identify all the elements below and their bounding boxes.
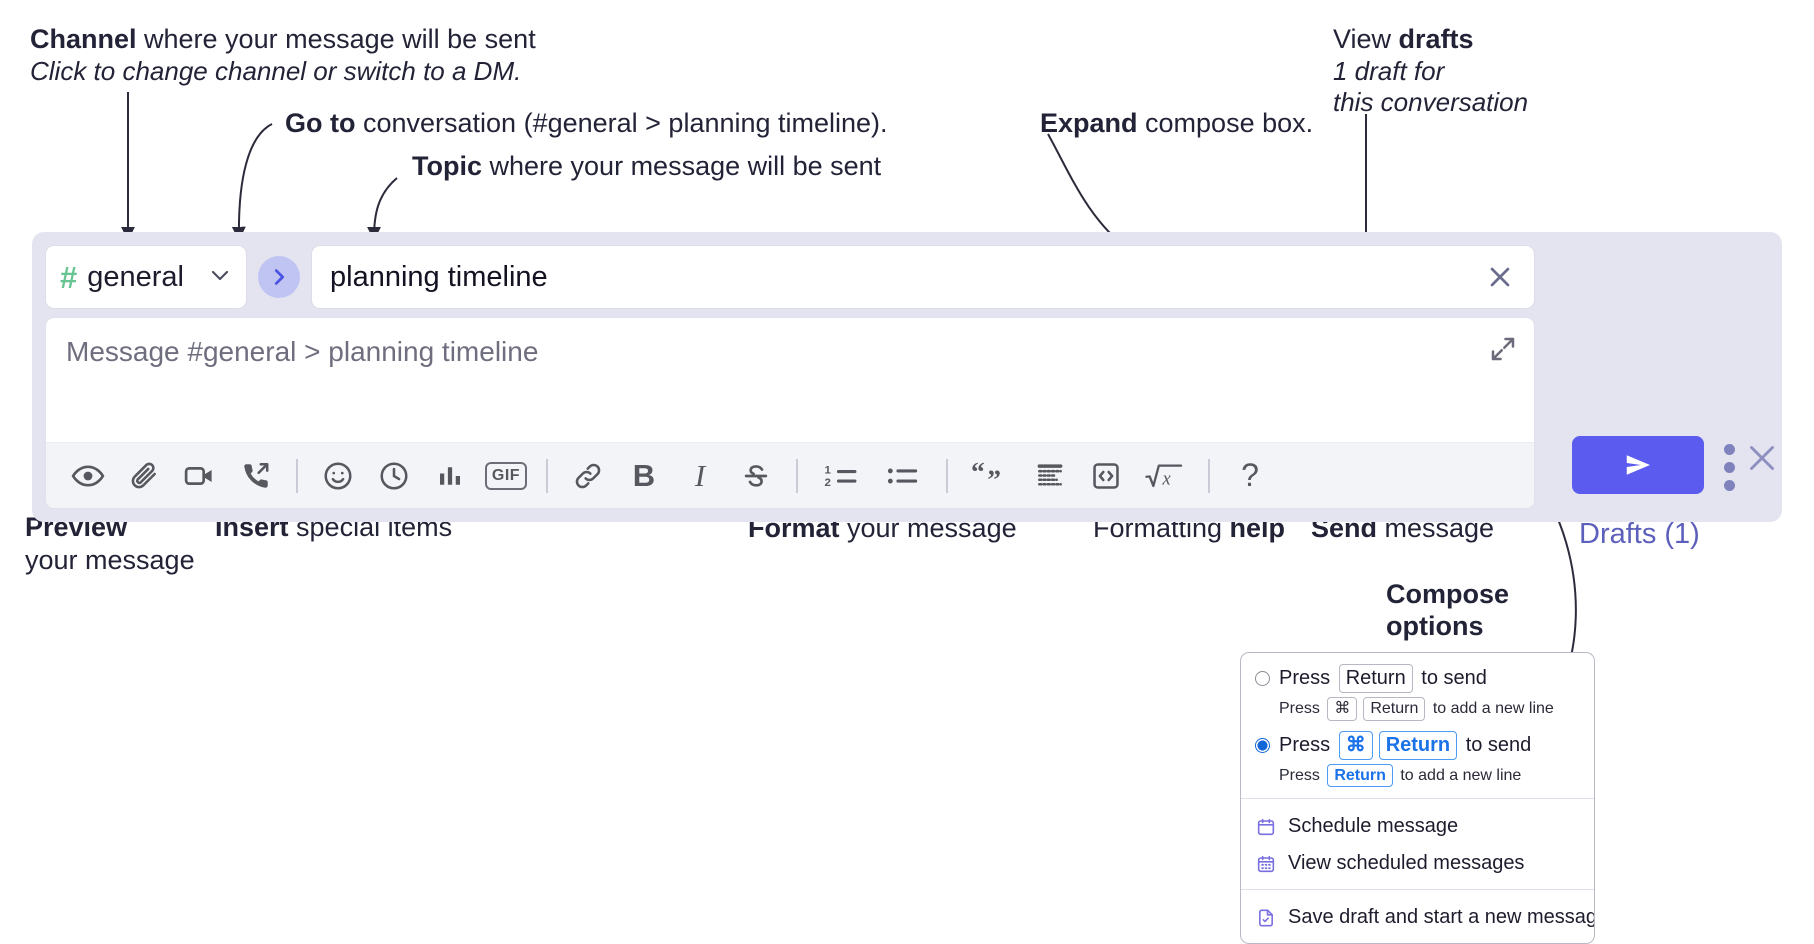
send-option-cmd-return[interactable]: Press ⌘Return to send — [1241, 729, 1594, 762]
poll-icon[interactable] — [422, 450, 478, 502]
attach-icon[interactable] — [116, 450, 172, 502]
help-icon[interactable]: ? — [1222, 450, 1278, 502]
italic-label: I — [694, 457, 706, 493]
send-option-return[interactable]: Press Return to send — [1241, 662, 1594, 695]
compose-options-button[interactable] — [1724, 444, 1735, 491]
compose-header-row: # general planning timeline — [46, 246, 1534, 308]
bold-label: B — [632, 457, 656, 493]
kebab-dot — [1724, 480, 1735, 491]
help-label: ? — [1241, 457, 1259, 493]
key-return: Return — [1378, 730, 1458, 760]
send-button[interactable] — [1572, 436, 1704, 494]
compose-options-popup: Press Return to send Press ⌘Return to ad… — [1240, 652, 1595, 944]
calendar-icon — [1255, 816, 1277, 838]
menu-item-label: Schedule message — [1288, 815, 1459, 838]
topic-input[interactable]: planning timeline — [312, 246, 1534, 308]
topic-value: planning timeline — [330, 260, 548, 293]
bulleted-list-icon[interactable] — [872, 450, 934, 502]
annotation-channel-sub: Click to change channel or switch to a D… — [30, 56, 522, 86]
close-icon[interactable] — [1744, 440, 1780, 481]
divider — [1241, 798, 1594, 800]
channel-selector[interactable]: # general — [46, 246, 246, 308]
compose-box: # general planning timeline M — [32, 232, 1782, 550]
send-option-cmd-return-sub: Press Return to add a new line — [1241, 762, 1594, 792]
channel-name-label: general — [87, 260, 184, 293]
spoiler-icon[interactable] — [1022, 450, 1078, 502]
menu-item-view-scheduled[interactable]: View scheduled messages — [1241, 845, 1594, 882]
menu-item-label: Save draft and start a new message — [1288, 906, 1595, 929]
separator-5 — [1208, 458, 1210, 493]
radio-icon[interactable] — [1255, 671, 1270, 686]
annotation-preview-line2: your message — [25, 545, 195, 575]
drafts-link[interactable]: Drafts (1) — [1579, 518, 1700, 550]
bold-icon[interactable]: B — [616, 450, 672, 502]
annotation-goto: Go to conversation (#general > planning … — [285, 108, 888, 138]
radio-icon-selected[interactable] — [1255, 737, 1270, 753]
divider — [1241, 889, 1594, 891]
separator-3 — [796, 458, 798, 493]
schedule-group: Schedule message View scheduled messages — [1241, 799, 1594, 889]
send-arrow-icon — [1626, 455, 1650, 475]
key-return: Return — [1338, 664, 1413, 693]
chevron-down-icon — [208, 263, 232, 292]
separator-4 — [946, 458, 948, 493]
gif-icon[interactable]: GIF — [478, 450, 534, 502]
video-icon[interactable] — [172, 450, 228, 502]
close-icon[interactable] — [1484, 261, 1516, 293]
menu-item-label: View scheduled messages — [1288, 852, 1525, 875]
annotation-compose-menu-l1: Compose — [1386, 579, 1510, 609]
go-to-conversation-button[interactable] — [258, 256, 300, 298]
annotation-topic: Topic where your message will be sent — [412, 151, 882, 181]
annotation-compose-menu-l2: options — [1386, 611, 1484, 641]
quote-icon[interactable]: “ ” — [960, 450, 1022, 502]
svg-text:“: “ — [971, 461, 985, 487]
svg-text:”: ” — [987, 463, 1001, 491]
formatting-toolbar: GIF B I — [46, 442, 1534, 508]
reminder-icon[interactable] — [366, 450, 422, 502]
annotation-drafts: View drafts — [1333, 24, 1474, 54]
annotation-drafts-sub1: 1 draft for — [1333, 56, 1445, 86]
compose-main-column: # general planning timeline M — [46, 246, 1534, 508]
svg-text:2: 2 — [825, 477, 831, 489]
hash-icon: # — [60, 259, 78, 295]
send-option-return-sub: Press ⌘Return to add a new line — [1241, 695, 1594, 725]
preview-icon[interactable] — [60, 450, 116, 502]
call-icon[interactable] — [228, 450, 284, 502]
draft-group: Save draft and start a new message — [1241, 890, 1594, 943]
key-cmd: ⌘ — [1327, 697, 1358, 721]
emoji-icon[interactable] — [310, 450, 366, 502]
separator-1 — [296, 458, 298, 493]
annotation-expand: Expand compose box. — [1040, 108, 1314, 138]
save-draft-icon — [1255, 907, 1277, 929]
expand-icon[interactable] — [1488, 334, 1518, 369]
annotation-drafts-sub2: this conversation — [1333, 87, 1529, 117]
key-cmd: ⌘ — [1338, 730, 1373, 760]
annotation-channel: Channel where your message will be sent — [30, 24, 536, 54]
kebab-dot — [1724, 462, 1735, 473]
separator-2 — [546, 458, 548, 493]
send-option-cmd-return-label: Press ⌘Return to send — [1279, 730, 1531, 760]
key-return: Return — [1327, 763, 1393, 788]
code-icon[interactable] — [1078, 450, 1134, 502]
kebab-dot — [1724, 444, 1735, 455]
message-placeholder: Message #general > planning timeline — [66, 336, 539, 367]
menu-item-save-draft[interactable]: Save draft and start a new message — [1241, 899, 1594, 936]
gif-label: GIF — [484, 461, 528, 490]
svg-text:x: x — [1162, 468, 1172, 489]
message-editor[interactable]: Message #general > planning timeline — [46, 318, 1534, 508]
send-option-return-label: Press Return to send — [1279, 664, 1487, 693]
numbered-list-icon[interactable]: 1 2 — [810, 450, 872, 502]
link-icon[interactable] — [560, 450, 616, 502]
strikethrough-icon[interactable] — [728, 450, 784, 502]
math-icon[interactable]: x — [1134, 450, 1196, 502]
key-return: Return — [1363, 697, 1426, 721]
send-shortcut-options: Press Return to send Press ⌘Return to ad… — [1241, 653, 1594, 798]
calendar-grid-icon — [1255, 853, 1277, 875]
italic-icon[interactable]: I — [672, 450, 728, 502]
svg-text:1: 1 — [825, 464, 832, 476]
menu-item-schedule-message[interactable]: Schedule message — [1241, 808, 1594, 845]
